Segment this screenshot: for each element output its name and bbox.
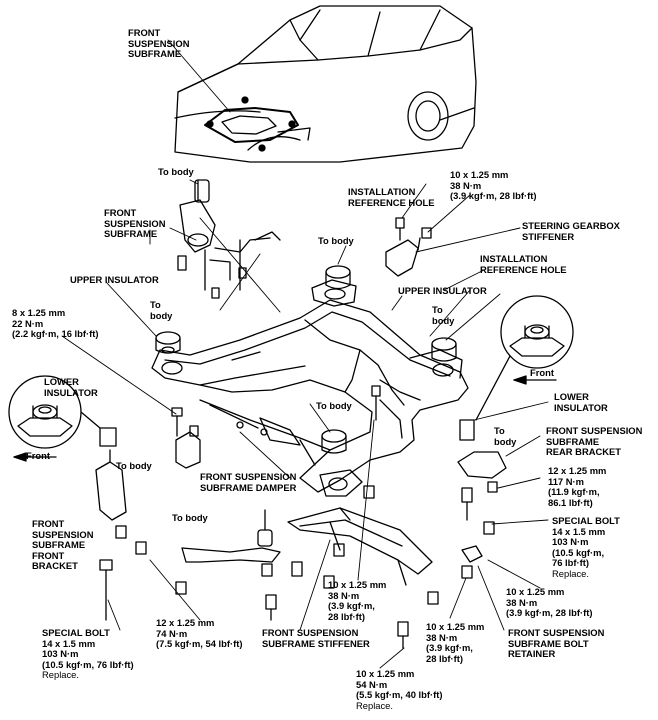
- front-arrow-left: [13, 452, 57, 462]
- label-front-right: Front: [530, 367, 554, 378]
- car-outline: [174, 5, 477, 163]
- leader-lines: [61, 39, 549, 669]
- label-bolt-10x125-right: 10 x 1.25 mm 38 N·m (3.9 kgf·m, 28 lbf·f…: [506, 586, 593, 619]
- subframe-body: [151, 279, 469, 497]
- to-body-insulators: [321, 429, 347, 454]
- label-to-body-4: To body: [172, 512, 208, 523]
- label-subframe-stiffener: FRONT SUSPENSION SUBFRAME STIFFENER: [262, 627, 370, 649]
- label-to-body-3: To body: [116, 460, 152, 471]
- label-replace-2: Replace.: [42, 669, 80, 680]
- label-lower-insulator-left: LOWER INSULATOR: [44, 376, 98, 398]
- right-bracket-assembly: [323, 217, 507, 649]
- label-bolt-10x125-top: 10 x 1.25 mm 38 N·m (3.9 kgf·m, 28 lbf·f…: [450, 169, 537, 202]
- label-upper-insulator-right: UPPER INSULATOR: [398, 285, 487, 296]
- label-replace-3: Replace.: [356, 700, 394, 711]
- label-to-body-1: To body: [158, 166, 194, 177]
- label-bolt-10x125-mid-a: 10 x 1.25 mm 38 N·m (3.9 kgf·m, 28 lbf·f…: [328, 579, 387, 622]
- label-bolt-10x125-mid-b: 10 x 1.25 mm 38 N·m (3.9 kgf·m, 28 lbf·f…: [426, 621, 485, 664]
- label-to-body-2: To body: [150, 299, 173, 321]
- label-installation-reference-hole-2: INSTALLATION REFERENCE HOLE: [480, 253, 567, 275]
- label-special-bolt-left: SPECIAL BOLT 14 x 1.5 mm 103 N·m (10.5 k…: [42, 627, 134, 670]
- label-steering-gearbox-stiffener: STEERING GEARBOX STIFFENER: [522, 220, 620, 242]
- label-subframe-damper: FRONT SUSPENSION SUBFRAME DAMPER: [200, 471, 297, 493]
- label-front-suspension-subframe-left: FRONT SUSPENSION SUBFRAME: [104, 207, 166, 240]
- label-installation-reference-hole-1: INSTALLATION REFERENCE HOLE: [348, 186, 435, 208]
- label-front-suspension-subframe-top: FRONT SUSPENSION SUBFRAME: [128, 27, 190, 60]
- front-arrow-right: [513, 375, 557, 385]
- detail-circle-right: [475, 295, 574, 421]
- label-front-left: Front: [26, 450, 50, 461]
- detail-circle-left: [8, 375, 101, 449]
- label-upper-insulator-left: UPPER INSULATOR: [70, 274, 159, 285]
- label-bolt-12x125-74: 12 x 1.25 mm 74 N·m (7.5 kgf·m, 54 lbf·f…: [156, 617, 243, 650]
- label-special-bolt-right: SPECIAL BOLT 14 x 1.5 mm 103 N·m (10.5 k…: [552, 515, 620, 569]
- label-bolt-8x125: 8 x 1.25 mm 22 N·m (2.2 kgf·m, 16 lbf·ft…: [12, 307, 99, 340]
- left-bracket-assembly: [95, 179, 303, 621]
- label-rear-bracket: FRONT SUSPENSION SUBFRAME REAR BRACKET: [546, 425, 643, 458]
- label-replace-1: Replace.: [552, 568, 590, 579]
- label-bolt-retainer: FRONT SUSPENSION SUBFRAME BOLT RETAINER: [508, 627, 605, 660]
- label-to-body-8: To body: [494, 425, 517, 447]
- subframe-stiffener: [287, 507, 433, 586]
- label-to-body-5: To body: [318, 235, 354, 246]
- label-lower-insulator-right: LOWER INSULATOR: [554, 391, 608, 413]
- label-to-body-6: To body: [316, 400, 352, 411]
- label-to-body-7: To body: [432, 304, 455, 326]
- label-front-bracket: FRONT SUSPENSION SUBFRAME FRONT BRACKET: [32, 518, 94, 572]
- label-bolt-10x125-bottom: 10 x 1.25 mm 54 N·m (5.5 kgf·m, 40 lbf·f…: [356, 668, 443, 701]
- label-bolt-12x125-117: 12 x 1.25 mm 117 N·m (11.9 kgf·m, 86.1 l…: [548, 465, 607, 508]
